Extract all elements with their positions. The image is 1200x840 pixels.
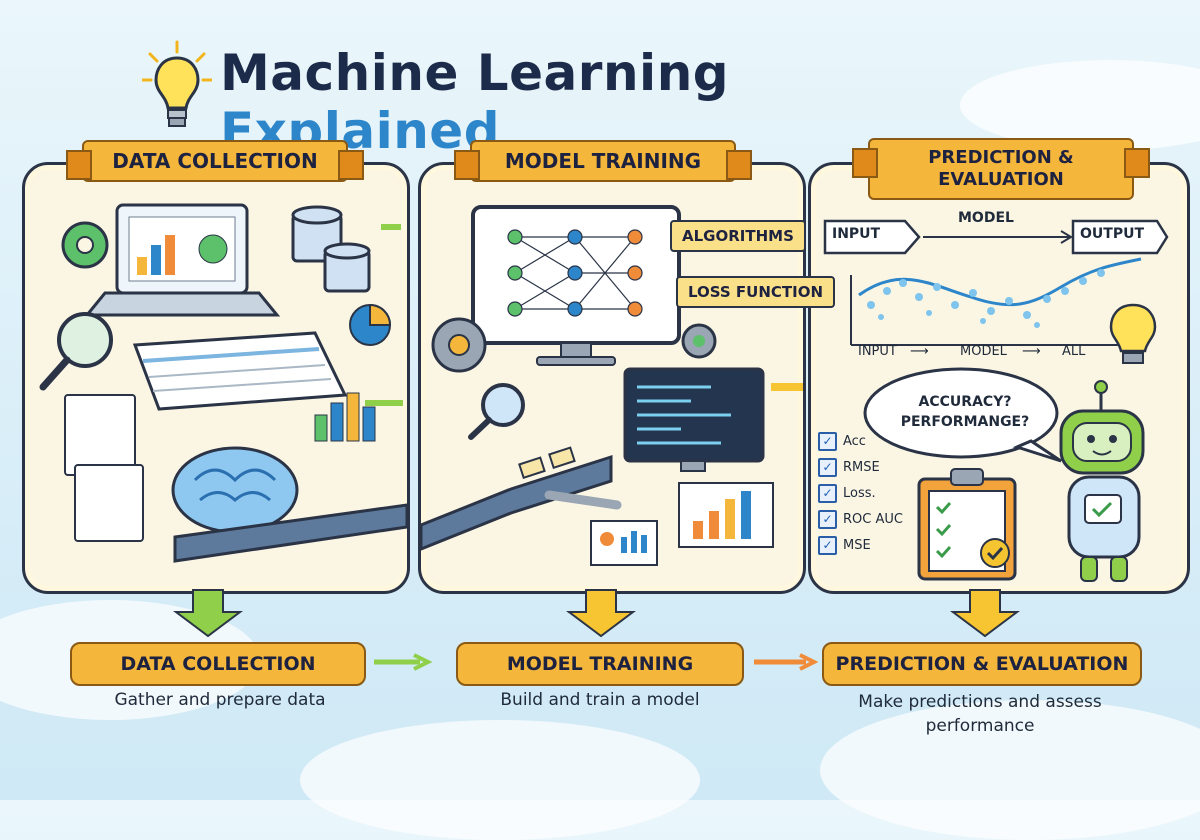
gear-icon [431, 317, 487, 373]
flow-arrows [173, 589, 1020, 671]
data-collection-panel [22, 162, 410, 594]
flow-input-label: INPUT [832, 226, 881, 242]
metric-label: MSE [843, 538, 871, 553]
background-cloud [960, 60, 1200, 150]
wrench-icon [544, 490, 622, 510]
documents-icon [64, 394, 144, 542]
data-collection-illustration [39, 203, 407, 563]
prediction-illustration [823, 219, 1169, 582]
database-icon [291, 205, 371, 293]
down-arrow-icon [566, 589, 636, 638]
metric-item: ✓ Loss. [818, 484, 876, 503]
output-box [1071, 219, 1169, 255]
stage-label-model-training: MODEL TRAINING [456, 642, 744, 686]
metric-item: ✓ RMSE [818, 458, 880, 477]
checkbox-icon: ✓ [818, 432, 837, 451]
right-arrow-icon [374, 653, 433, 671]
flow-output-label: OUTPUT [1080, 226, 1144, 242]
title-main: Machine Learning [220, 44, 730, 102]
algorithms-tag: ALGORITHMS [670, 220, 806, 252]
lightbulb-icon [1109, 303, 1157, 364]
scatter-plot [850, 257, 1142, 346]
spreadsheet-icon [132, 331, 348, 411]
checkbox-icon: ✓ [818, 536, 837, 555]
laptop-icon [83, 203, 281, 317]
metric-item: ✓ MSE [818, 536, 871, 555]
gear-icon [61, 221, 109, 269]
axis-all-label: ALL [1062, 344, 1086, 359]
model-training-panel [418, 162, 806, 594]
brain-icon [171, 446, 299, 534]
metric-label: Loss. [843, 486, 876, 501]
conveyor-belt [173, 503, 407, 563]
data-collection-ribbon: DATA COLLECTION [66, 140, 364, 182]
pie-chart-icon [349, 303, 392, 346]
right-arrow-icon [754, 653, 819, 671]
speech-bubble [863, 367, 1062, 463]
checkbox-icon: ✓ [818, 510, 837, 529]
metric-item: ✓ Acc [818, 432, 866, 451]
prediction-ribbon: PREDICTION & EVALUATION [852, 138, 1150, 200]
input-box [823, 219, 921, 255]
loss-function-tag: LOSS FUNCTION [676, 276, 836, 308]
speech-bubble-text: ACCURACY? PERFORMANGE? [900, 394, 1030, 430]
metric-label: Acc [843, 434, 866, 449]
axis-input-label: INPUT [858, 344, 897, 359]
down-arrow-icon [950, 589, 1020, 638]
model-training-illustration [421, 205, 803, 566]
dashboard-icon [590, 520, 658, 566]
lightbulb-icon [142, 40, 212, 127]
flow-model-label: MODEL [958, 210, 1014, 226]
stage-label-data-collection: DATA COLLECTION [70, 642, 366, 686]
magnifier-icon [468, 383, 525, 440]
metric-label: ROC AUC [843, 512, 903, 527]
magnifier-icon [39, 312, 113, 391]
stage-description: Gather and prepare data [114, 690, 326, 710]
conveyor-belt [421, 446, 613, 551]
growth-chart-icon [678, 482, 774, 548]
model-training-ribbon: MODEL TRAINING [454, 140, 752, 182]
metric-label: RMSE [843, 460, 880, 475]
bar-chart-icon [314, 392, 376, 442]
clipboard-icon [917, 468, 1017, 581]
metric-item: ✓ ROC AUC [818, 510, 903, 529]
axis-arrow-1: ⟶ [910, 344, 929, 359]
stage-description: Make predictions and assess performance [858, 692, 1102, 736]
checkbox-icon: ✓ [818, 484, 837, 503]
checkbox-icon: ✓ [818, 458, 837, 477]
page-title: Machine Learning Explained [220, 44, 1020, 160]
neural-network-icon [507, 229, 643, 317]
robot-icon [1059, 380, 1145, 582]
stage-label-prediction: PREDICTION & EVALUATION [822, 642, 1142, 686]
down-arrow-icon [173, 589, 243, 638]
code-monitor-icon [623, 367, 765, 472]
prediction-panel [808, 162, 1190, 594]
axis-model-label: MODEL [960, 344, 1007, 359]
stage-description: Build and train a model [500, 690, 700, 710]
gear-icon [681, 323, 717, 359]
axis-arrow-2: ⟶ [1022, 344, 1041, 359]
